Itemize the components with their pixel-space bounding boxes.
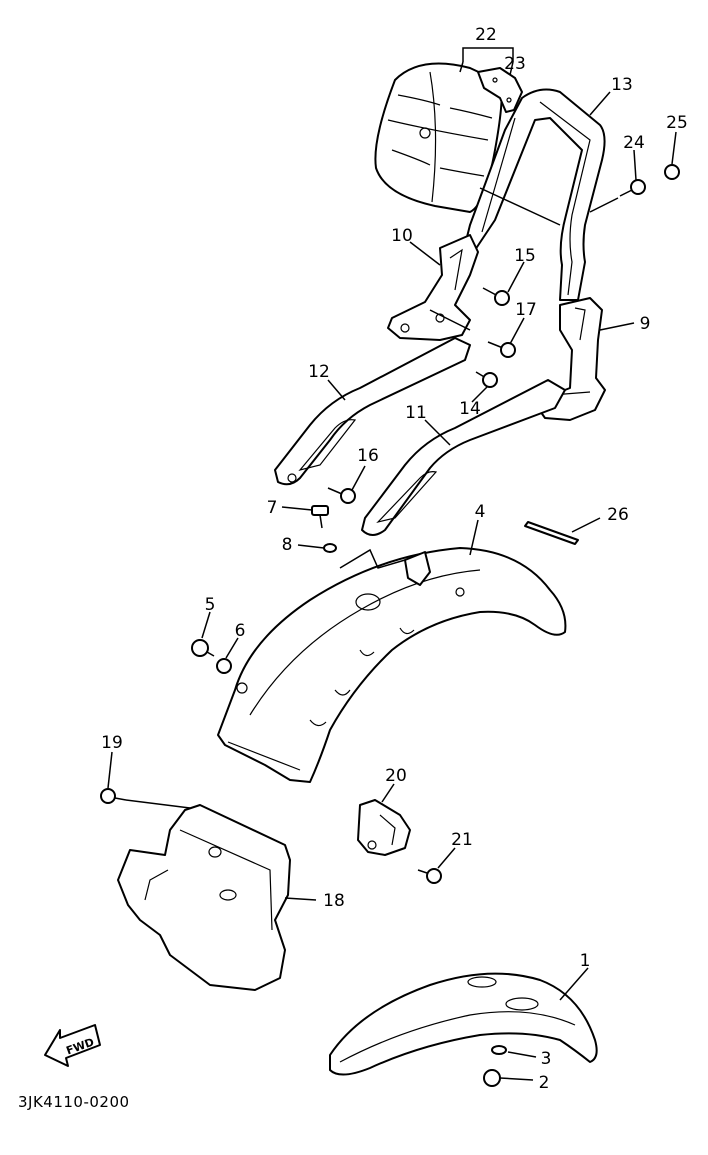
bolt-19 <box>100 788 127 804</box>
part-callouts: 1 2 3 4 5 6 7 8 9 10 11 12 13 14 15 16 1… <box>101 25 688 1093</box>
nut-2 <box>483 1069 501 1087</box>
washer-8 <box>323 543 337 553</box>
callout-6: 6 <box>235 621 246 641</box>
nut-25 <box>664 164 680 180</box>
callout-21: 21 <box>451 830 473 850</box>
side-plate <box>537 297 606 421</box>
callout-8: 8 <box>282 535 293 555</box>
callout-22: 22 <box>475 25 497 45</box>
callout-15: 15 <box>514 246 536 266</box>
callout-2: 2 <box>539 1073 550 1093</box>
rear-fender <box>217 547 567 783</box>
callout-4: 4 <box>475 502 486 522</box>
callout-16: 16 <box>357 446 379 466</box>
front-bracket <box>387 234 479 341</box>
callout-23: 23 <box>504 54 526 74</box>
callout-18: 18 <box>323 891 345 911</box>
side-arm-left <box>274 337 471 486</box>
callout-19: 19 <box>101 733 123 753</box>
backrest-frame <box>464 88 606 301</box>
bolt-17 <box>487 341 516 358</box>
fwd-arrow-icon: FWD <box>44 1024 101 1067</box>
backrest-plate <box>477 67 523 113</box>
bolt-16 <box>327 487 356 504</box>
callout-24: 24 <box>623 133 645 153</box>
washer-3 <box>491 1045 507 1055</box>
callout-26: 26 <box>607 505 629 525</box>
callout-10: 10 <box>391 226 413 246</box>
callout-20: 20 <box>385 766 407 786</box>
callout-11: 11 <box>405 403 427 423</box>
bolt-15 <box>482 287 510 306</box>
bolt-14 <box>475 371 498 388</box>
callout-3: 3 <box>541 1049 552 1069</box>
callout-1: 1 <box>580 951 591 971</box>
callout-9: 9 <box>640 314 651 334</box>
callout-13: 13 <box>611 75 633 95</box>
bolt-7 <box>311 505 329 529</box>
bolt-5 <box>191 639 215 657</box>
callout-12: 12 <box>308 362 330 382</box>
reflector-26 <box>524 521 579 545</box>
bolt-21 <box>417 868 442 884</box>
callout-17: 17 <box>515 300 537 320</box>
nut-6 <box>216 658 232 674</box>
callout-5: 5 <box>205 595 216 615</box>
leader-lines <box>107 47 677 1081</box>
catalog-code: 3JK4110-0200 <box>18 1093 130 1111</box>
side-arm-right <box>361 379 566 536</box>
callout-25: 25 <box>666 113 688 133</box>
inner-fender <box>117 804 291 991</box>
front-fender <box>329 972 598 1076</box>
hardware-bolts <box>100 164 680 1087</box>
tail-bracket <box>357 799 411 856</box>
bolt-24 <box>619 179 646 197</box>
callout-7: 7 <box>267 498 278 518</box>
callout-14: 14 <box>459 399 481 419</box>
